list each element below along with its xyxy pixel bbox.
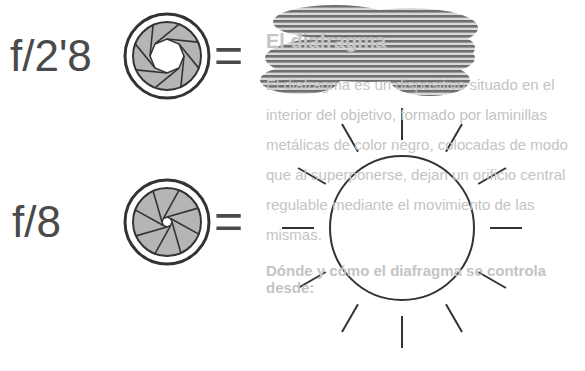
blade-edge [135,44,155,68]
equals-sign: = [214,30,243,80]
blade-edge [171,218,199,234]
blade-edge [172,222,181,253]
aperture-icon [125,180,209,264]
aperture-blades [133,188,201,256]
blade-edge [179,44,199,68]
aperture-rim [125,14,209,98]
sun-ray [401,316,403,348]
blade-edge [155,68,179,88]
sun-ray [490,227,522,229]
faint-heading: El diafragma [266,30,386,53]
f-number: f/8 [12,200,61,244]
aperture-blades [133,22,201,90]
aperture-icon [125,14,209,98]
aperture-opening [162,217,172,227]
blade-edge [181,56,184,87]
blade-edge [155,24,179,44]
blade-edge [150,25,153,56]
equals-sign: = [214,196,243,246]
f-number: f/2'8 [10,34,92,78]
sun-ray [446,304,462,332]
blade-edge [136,227,167,236]
blade-edge [167,39,198,42]
blade-edge [167,208,198,217]
faint-paragraph: El diafragma es un dispositivo situado e… [266,70,578,250]
blade-edge [136,70,167,73]
aperture-rim [125,180,209,264]
blade-edge [153,191,162,222]
sun-ray [342,304,358,332]
faint-question: Dónde y cómo el diafragma se controla de… [266,262,578,296]
